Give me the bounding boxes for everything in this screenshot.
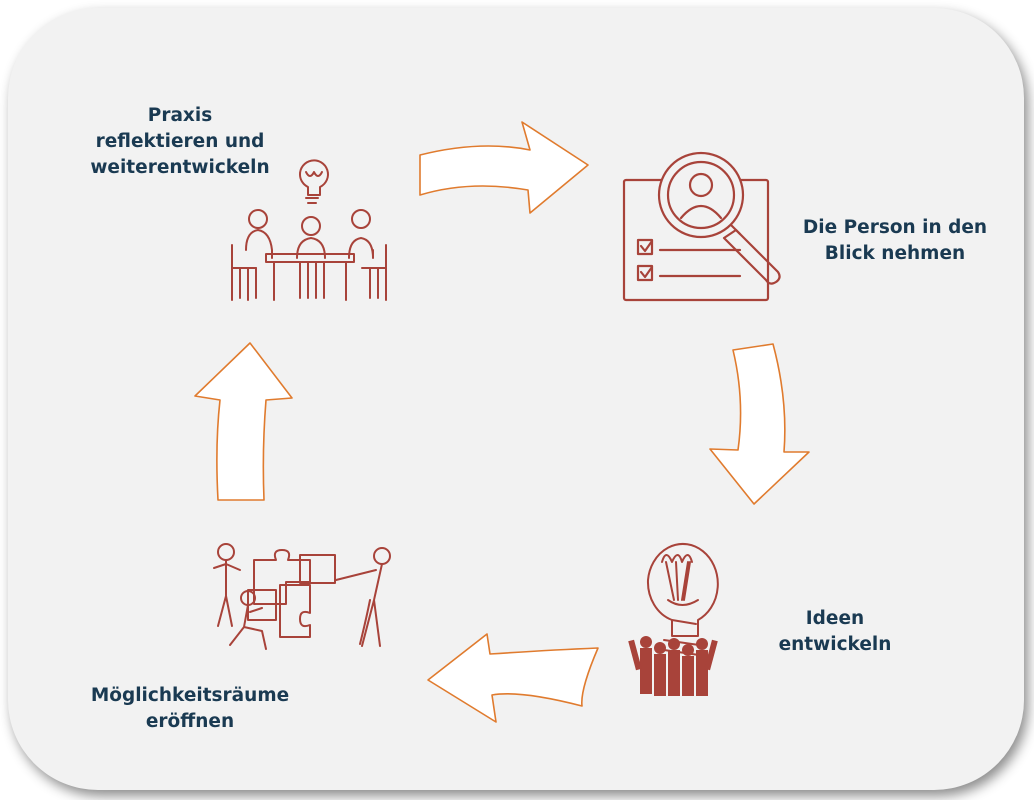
label-line: eröffnen — [145, 711, 235, 732]
label-line: entwickeln — [778, 634, 892, 655]
label-line: Möglichkeitsräume — [90, 685, 290, 706]
cycle-arrow-right — [709, 343, 810, 505]
team-meeting-icon — [231, 159, 387, 301]
label-line: Blick nehmen — [824, 243, 966, 264]
cycle-arrow-bottom — [427, 633, 599, 723]
label-line: Praxis — [147, 105, 213, 126]
profile-search-icon — [622, 151, 781, 302]
step-label-person: Die Person in den Blick nehmen — [775, 215, 1015, 267]
cycle-arrow-top — [419, 121, 589, 214]
label-line: reflektieren und — [95, 131, 265, 152]
puzzle-team-icon — [213, 543, 391, 650]
people-lifting-bulb-icon — [628, 542, 719, 696]
step-label-ideen: Ideen entwickeln — [765, 606, 905, 658]
label-line: Ideen — [805, 608, 865, 629]
step-label-moeglichkeit: Möglichkeitsräume eröffnen — [60, 683, 320, 735]
step-label-praxis: Praxis reflektieren und weiterentwickeln — [60, 103, 300, 181]
cycle-arrow-left — [194, 342, 293, 501]
label-line: weiterentwickeln — [90, 157, 270, 178]
label-line: Die Person in den — [802, 217, 988, 238]
